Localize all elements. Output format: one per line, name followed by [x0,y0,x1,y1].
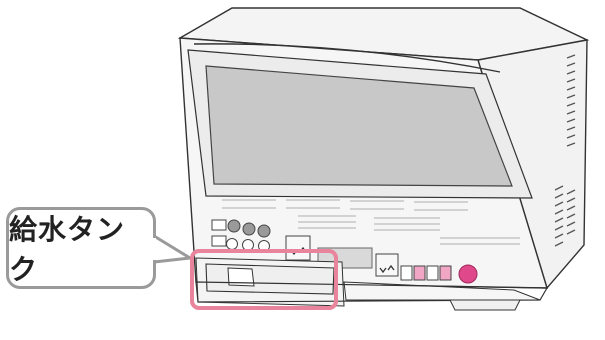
menu-text-rows [222,199,520,245]
start-button [458,264,478,284]
dial-control [285,235,311,261]
control-buttons-right [400,265,452,281]
water-tank-handle [227,267,255,287]
oven-door-handle [193,43,501,73]
menu-selector [375,253,399,277]
oven-foot [449,299,521,311]
side-vent [554,54,576,247]
oven-door-window [205,65,513,187]
control-buttons-left [211,219,271,252]
callout-box: 給水タンク [6,207,156,289]
oven-base [195,281,549,303]
callout-label: 給水タンク [9,213,126,286]
water-tank-highlight [190,249,338,310]
